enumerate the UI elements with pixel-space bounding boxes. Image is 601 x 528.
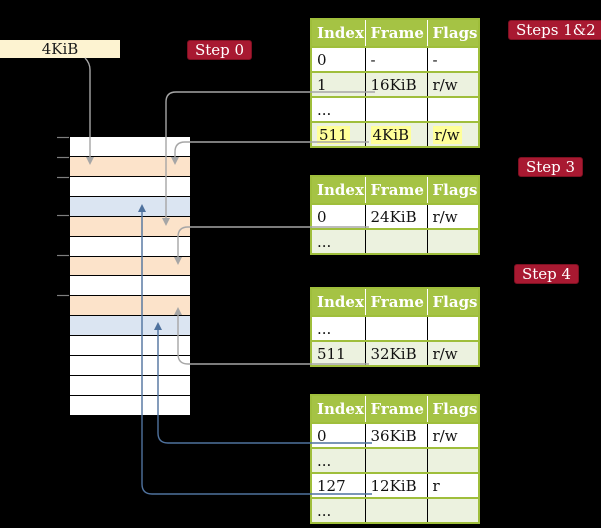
- memory-frame: [70, 156, 190, 177]
- table-row: ...: [311, 497, 479, 523]
- table-row-highlighted: 511 4KiB r/w: [311, 121, 479, 147]
- frame-size-label: 4KiB: [0, 40, 120, 58]
- memory-frame: [70, 216, 190, 237]
- page-table-step-3: Index Frame Flags 0 24KiB r/w ...: [310, 175, 480, 255]
- column-header-frame: Frame: [365, 19, 428, 47]
- memory-frame: [70, 376, 190, 396]
- page-table-leaf: Index Frame Flags 0 36KiB r/w ... 127 12…: [310, 394, 480, 524]
- memory-frame: [70, 316, 190, 337]
- table-row: 127 12KiB r: [311, 472, 479, 498]
- physical-memory-column: [70, 137, 190, 415]
- column-header-flags: Flags: [427, 176, 479, 204]
- table-row: 0 24KiB r/w: [311, 203, 479, 229]
- table-row: 0 36KiB r/w: [311, 422, 479, 448]
- column-header-flags: Flags: [427, 19, 479, 47]
- memory-frame: [70, 176, 190, 197]
- column-header-frame: Frame: [365, 288, 428, 316]
- memory-frame: [70, 256, 190, 277]
- table-header-row: Index Frame Flags: [311, 176, 479, 204]
- column-header-frame: Frame: [365, 176, 428, 204]
- memory-frame: [70, 137, 190, 157]
- table-header-row: Index Frame Flags: [311, 288, 479, 316]
- table-row: ...: [311, 447, 479, 473]
- column-header-index: Index: [311, 288, 366, 316]
- badge-step-0: Step 0: [187, 40, 253, 60]
- table-row: ...: [311, 96, 479, 122]
- table-row: ...: [311, 315, 479, 341]
- table-header-row: Index Frame Flags: [311, 19, 479, 47]
- highlighted-value: 511: [317, 125, 350, 144]
- table-row: ...: [311, 228, 479, 254]
- memory-frame: [70, 276, 190, 297]
- highlighted-value: r/w: [432, 125, 462, 144]
- badge-step-4: Step 4: [514, 264, 580, 284]
- table-row: 0 - -: [311, 46, 479, 72]
- memory-frame: [70, 236, 190, 257]
- memory-frame: [70, 356, 190, 377]
- column-header-index: Index: [311, 395, 366, 423]
- page-table-steps-1-2: Index Frame Flags 0 - - 1 16KiB r/w ... …: [310, 18, 480, 148]
- page-table-step-4: Index Frame Flags ... 511 32KiB r/w: [310, 287, 480, 367]
- table-row: 1 16KiB r/w: [311, 71, 479, 97]
- memory-frame: [70, 395, 190, 415]
- column-header-flags: Flags: [427, 288, 479, 316]
- badge-steps-1-2: Steps 1&2: [508, 20, 601, 40]
- highlighted-value: 4KiB: [370, 125, 412, 144]
- column-header-index: Index: [311, 19, 366, 47]
- column-header-index: Index: [311, 176, 366, 204]
- memory-ticks: [57, 136, 69, 297]
- badge-step-3: Step 3: [518, 157, 584, 177]
- column-header-frame: Frame: [365, 395, 428, 423]
- memory-frame: [70, 296, 190, 317]
- memory-frame: [70, 336, 190, 357]
- memory-frame: [70, 196, 190, 217]
- column-header-flags: Flags: [427, 395, 479, 423]
- table-row: 511 32KiB r/w: [311, 340, 479, 366]
- table-header-row: Index Frame Flags: [311, 395, 479, 423]
